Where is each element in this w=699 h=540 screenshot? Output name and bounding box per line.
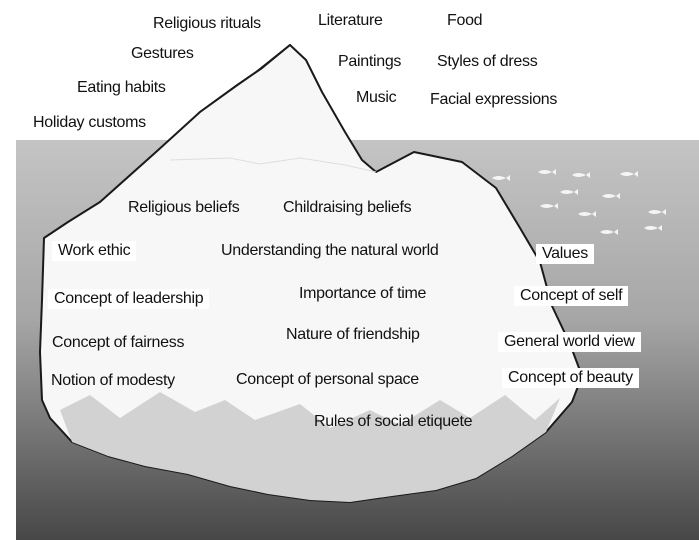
label-music: Music: [356, 89, 397, 106]
label-concept-of-personal-space: Concept of personal space: [236, 371, 419, 388]
label-paintings: Paintings: [338, 53, 402, 70]
label-understanding-natural-world: Understanding the natural world: [221, 242, 439, 259]
label-nature-of-friendship: Nature of friendship: [286, 326, 420, 343]
label-concept-of-self: Concept of self: [514, 286, 629, 306]
label-concept-of-beauty: Concept of beauty: [502, 368, 639, 388]
fish: [538, 169, 556, 175]
label-styles-of-dress: Styles of dress: [437, 53, 538, 70]
label-concept-of-fairness: Concept of fairness: [52, 334, 185, 351]
label-importance-of-time: Importance of time: [299, 285, 427, 302]
fish: [620, 171, 638, 177]
label-eating-habits: Eating habits: [77, 79, 166, 96]
label-holiday-customs: Holiday customs: [33, 114, 146, 131]
label-childraising-beliefs: Childraising beliefs: [283, 199, 412, 216]
fish: [600, 229, 618, 235]
label-literature: Literature: [318, 12, 383, 29]
fish: [540, 203, 558, 209]
label-rules-of-social-etiquete: Rules of social etiquete: [314, 413, 473, 430]
label-gestures: Gestures: [131, 45, 194, 62]
label-general-world-view: General world view: [498, 332, 641, 352]
fish: [560, 189, 578, 195]
fish: [644, 225, 662, 231]
label-concept-of-leadership: Concept of leadership: [48, 289, 210, 309]
fish: [578, 211, 596, 217]
label-food: Food: [447, 12, 483, 29]
label-facial-expressions: Facial expressions: [430, 91, 558, 108]
fish-school: [492, 169, 666, 235]
label-religious-rituals: Religious rituals: [153, 15, 261, 32]
fish: [492, 175, 510, 181]
label-religious-beliefs: Religious beliefs: [128, 199, 240, 216]
fish: [572, 172, 590, 178]
label-notion-of-modesty: Notion of modesty: [51, 372, 175, 389]
iceberg-shadow: [60, 392, 560, 502]
label-work-ethic: Work ethic: [52, 241, 137, 261]
fish: [648, 209, 666, 215]
label-values: Values: [536, 244, 594, 264]
fish: [602, 193, 620, 199]
waterline-texture: [169, 157, 377, 173]
